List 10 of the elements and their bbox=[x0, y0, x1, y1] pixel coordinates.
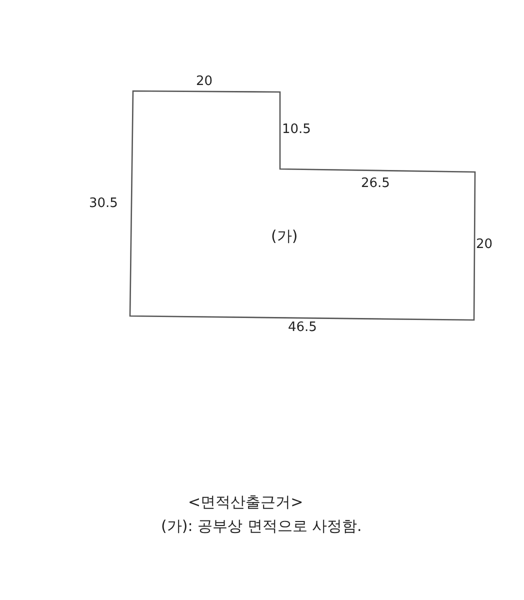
dimension-label: 20 bbox=[476, 237, 493, 253]
dimension-label: 20 bbox=[196, 74, 213, 90]
section-heading: <면적산출근거> bbox=[188, 493, 304, 511]
dimension-label: 30.5 bbox=[89, 196, 118, 212]
dimension-label: 26.5 bbox=[361, 176, 390, 192]
note-text: (가): 공부상 면적으로 사정함. bbox=[161, 517, 362, 535]
dimension-label: 10.5 bbox=[282, 122, 311, 138]
dimension-label: 46.5 bbox=[288, 320, 317, 336]
land-parcel bbox=[128, 89, 478, 323]
parcel-label: (가) bbox=[271, 227, 298, 245]
